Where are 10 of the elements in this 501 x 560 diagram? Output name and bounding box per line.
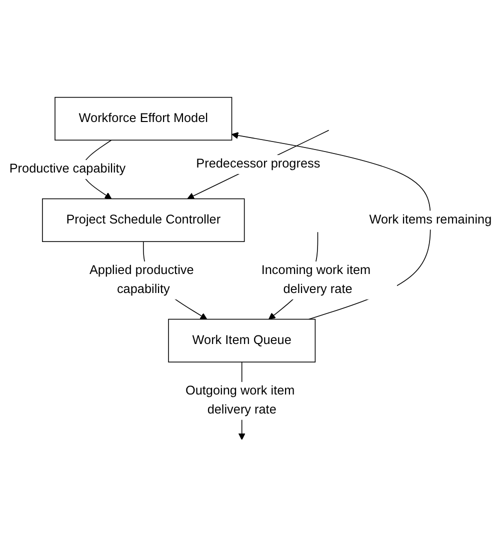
node-box: Workforce Effort Model — [54, 96, 232, 140]
edge-label: Work items remaining — [369, 212, 492, 226]
edge-label: Outgoing work item delivery rate — [185, 384, 295, 416]
edge-label: Applied productive capability — [89, 263, 194, 296]
edge-label: Predecessor progress — [196, 156, 320, 170]
arrow — [187, 129, 330, 199]
node-box: Work Item Queue — [168, 318, 316, 362]
edge-label: Productive capability — [9, 162, 126, 176]
edge-label: Incoming work item delivery rate — [261, 263, 371, 296]
node-box: Project Schedule Controller — [42, 198, 245, 242]
